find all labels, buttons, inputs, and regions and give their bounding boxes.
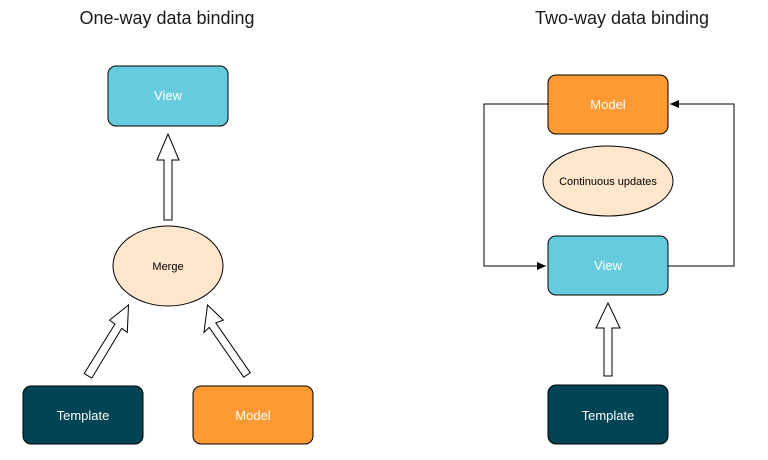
continuous-updates-label: Continuous updates (559, 176, 657, 188)
one-way-model-box (192, 385, 314, 445)
template-to-view-arrow (595, 301, 621, 377)
merge-to-view-arrow (156, 132, 180, 221)
one-way-model-label: Model (235, 408, 271, 423)
one-way-template-box (22, 385, 144, 445)
two-way-template-box (547, 384, 669, 445)
continuous-updates-ellipse (542, 145, 674, 217)
view-to-model-connector (668, 100, 735, 267)
one-way-template-label: Template (57, 408, 110, 423)
two-way-template-label: Template (582, 408, 635, 423)
two-way-view-label: View (594, 258, 623, 273)
merge-ellipse (112, 225, 224, 307)
merge-label: Merge (152, 261, 183, 273)
model-to-view-connector (483, 103, 548, 270)
one-way-title: One-way data binding (79, 8, 254, 28)
two-way-model-label: Model (590, 97, 626, 112)
two-way-title: Two-way data binding (535, 8, 709, 28)
one-way-view-box (107, 65, 229, 127)
template-to-merge-arrow (83, 303, 130, 379)
one-way-view-label: View (154, 88, 183, 103)
model-to-merge-arrow (203, 303, 252, 378)
